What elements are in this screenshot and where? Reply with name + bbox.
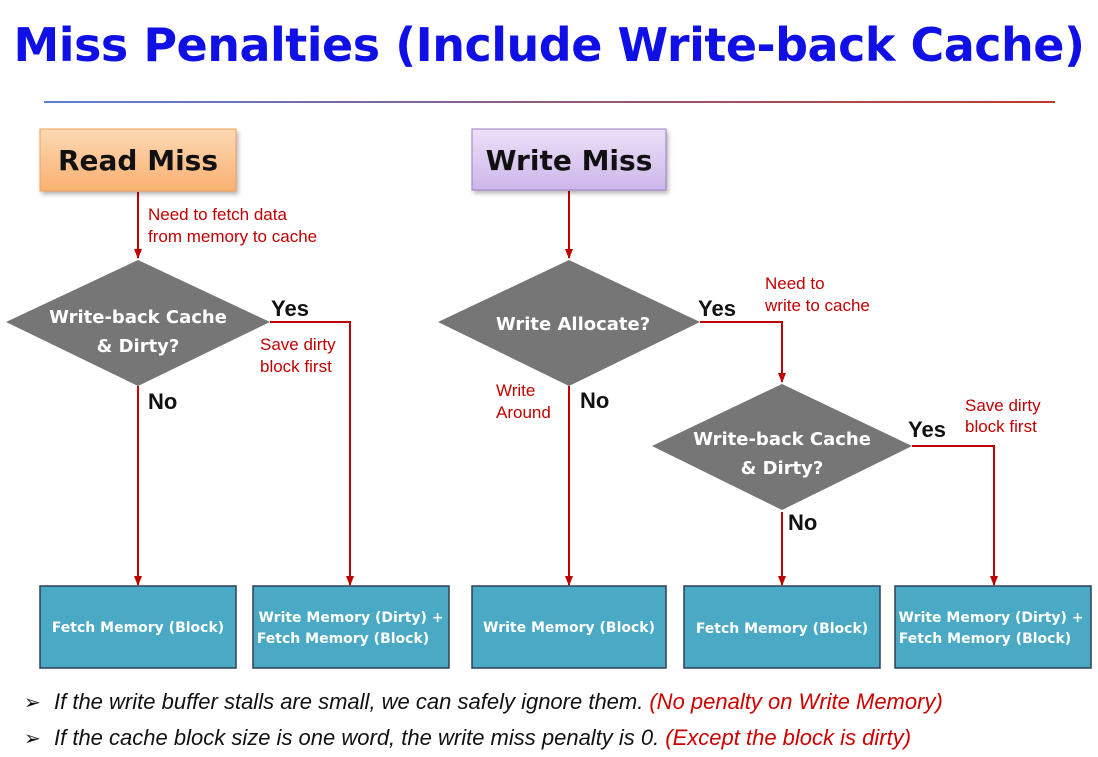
- write-dirty-line2: & Dirty?: [741, 458, 824, 479]
- result-write-writeback-line2: Fetch Memory (Block): [899, 631, 1071, 647]
- title-divider: [44, 101, 1055, 103]
- write-yes-note-line1: Need to: [765, 274, 825, 293]
- write-dirty-yes-note-line1: Save dirty: [965, 396, 1041, 415]
- write-no-label: No: [580, 388, 609, 413]
- arrow-write-dirty-yes: [912, 445, 998, 586]
- arrow-bullet-icon: ➢: [24, 691, 41, 714]
- read-note-line1: Need to fetch data: [148, 205, 287, 224]
- read-note-line2: from memory to cache: [148, 227, 317, 246]
- result-read-writeback-line2: Fetch Memory (Block): [257, 631, 429, 647]
- write-dirty-yes-note-line2: block first: [965, 417, 1037, 436]
- arrow-write-yes: [700, 321, 786, 383]
- slide-title: Miss Penalties (Include Write-back Cache…: [13, 18, 1086, 72]
- read-yes-label: Yes: [271, 296, 309, 321]
- bullet-note: (Except the block is dirty): [665, 725, 912, 750]
- write-no-note-line1: Write: [496, 381, 535, 400]
- write-yes-note-line2: write to cache: [764, 296, 870, 315]
- flowchart: Read Miss Write Miss Write-back Cache & …: [6, 128, 1092, 669]
- read-yes-note-line1: Save dirty: [260, 335, 336, 354]
- read-yes-note-line2: block first: [260, 357, 332, 376]
- read-decision-line1: Write-back Cache: [49, 307, 227, 328]
- result-read-writeback-line1: Write Memory (Dirty) +: [258, 610, 443, 626]
- read-miss-label: Read Miss: [58, 144, 218, 177]
- write-miss-box: Write Miss: [471, 128, 667, 191]
- write-miss-label: Write Miss: [486, 144, 653, 177]
- bullet-item: ➢ If the cache block size is one word, t…: [24, 720, 1094, 756]
- write-dirty-line1: Write-back Cache: [693, 429, 871, 450]
- bullet-text: If the cache block size is one word, the…: [54, 725, 660, 750]
- arrow-read-yes: [270, 321, 354, 586]
- result-write-fetch-label: Fetch Memory (Block): [696, 621, 868, 637]
- write-dirty-yes-label: Yes: [908, 417, 946, 442]
- read-decision-line2: & Dirty?: [97, 336, 180, 357]
- result-write-writeback-line1: Write Memory (Dirty) +: [898, 610, 1083, 626]
- read-decision-diamond: Write-back Cache & Dirty?: [6, 260, 270, 386]
- result-read-writeback: Write Memory (Dirty) + Fetch Memory (Blo…: [252, 585, 450, 669]
- write-dirty-no-label: No: [788, 510, 817, 535]
- write-no-note-line2: Around: [496, 403, 551, 422]
- result-write-writeback: Write Memory (Dirty) + Fetch Memory (Blo…: [894, 585, 1092, 669]
- result-write-fetch: Fetch Memory (Block): [683, 585, 881, 669]
- write-allocate-diamond: Write Allocate?: [438, 260, 700, 386]
- result-write-around-label: Write Memory (Block): [483, 620, 655, 636]
- read-no-label: No: [148, 389, 177, 414]
- bullet-item: ➢ If the write buffer stalls are small, …: [24, 684, 1094, 720]
- result-write-around: Write Memory (Block): [471, 585, 667, 669]
- bullet-list: ➢ If the write buffer stalls are small, …: [24, 684, 1094, 756]
- write-yes-label: Yes: [698, 296, 736, 321]
- write-allocate-label: Write Allocate?: [496, 314, 650, 335]
- result-read-fetch-label: Fetch Memory (Block): [52, 620, 224, 636]
- read-miss-box: Read Miss: [39, 128, 237, 192]
- arrow-bullet-icon: ➢: [24, 727, 41, 750]
- bullet-text: If the write buffer stalls are small, we…: [54, 689, 644, 714]
- write-dirty-diamond: Write-back Cache & Dirty?: [652, 384, 912, 510]
- result-read-fetch: Fetch Memory (Block): [39, 585, 237, 669]
- bullet-note: (No penalty on Write Memory): [649, 689, 943, 714]
